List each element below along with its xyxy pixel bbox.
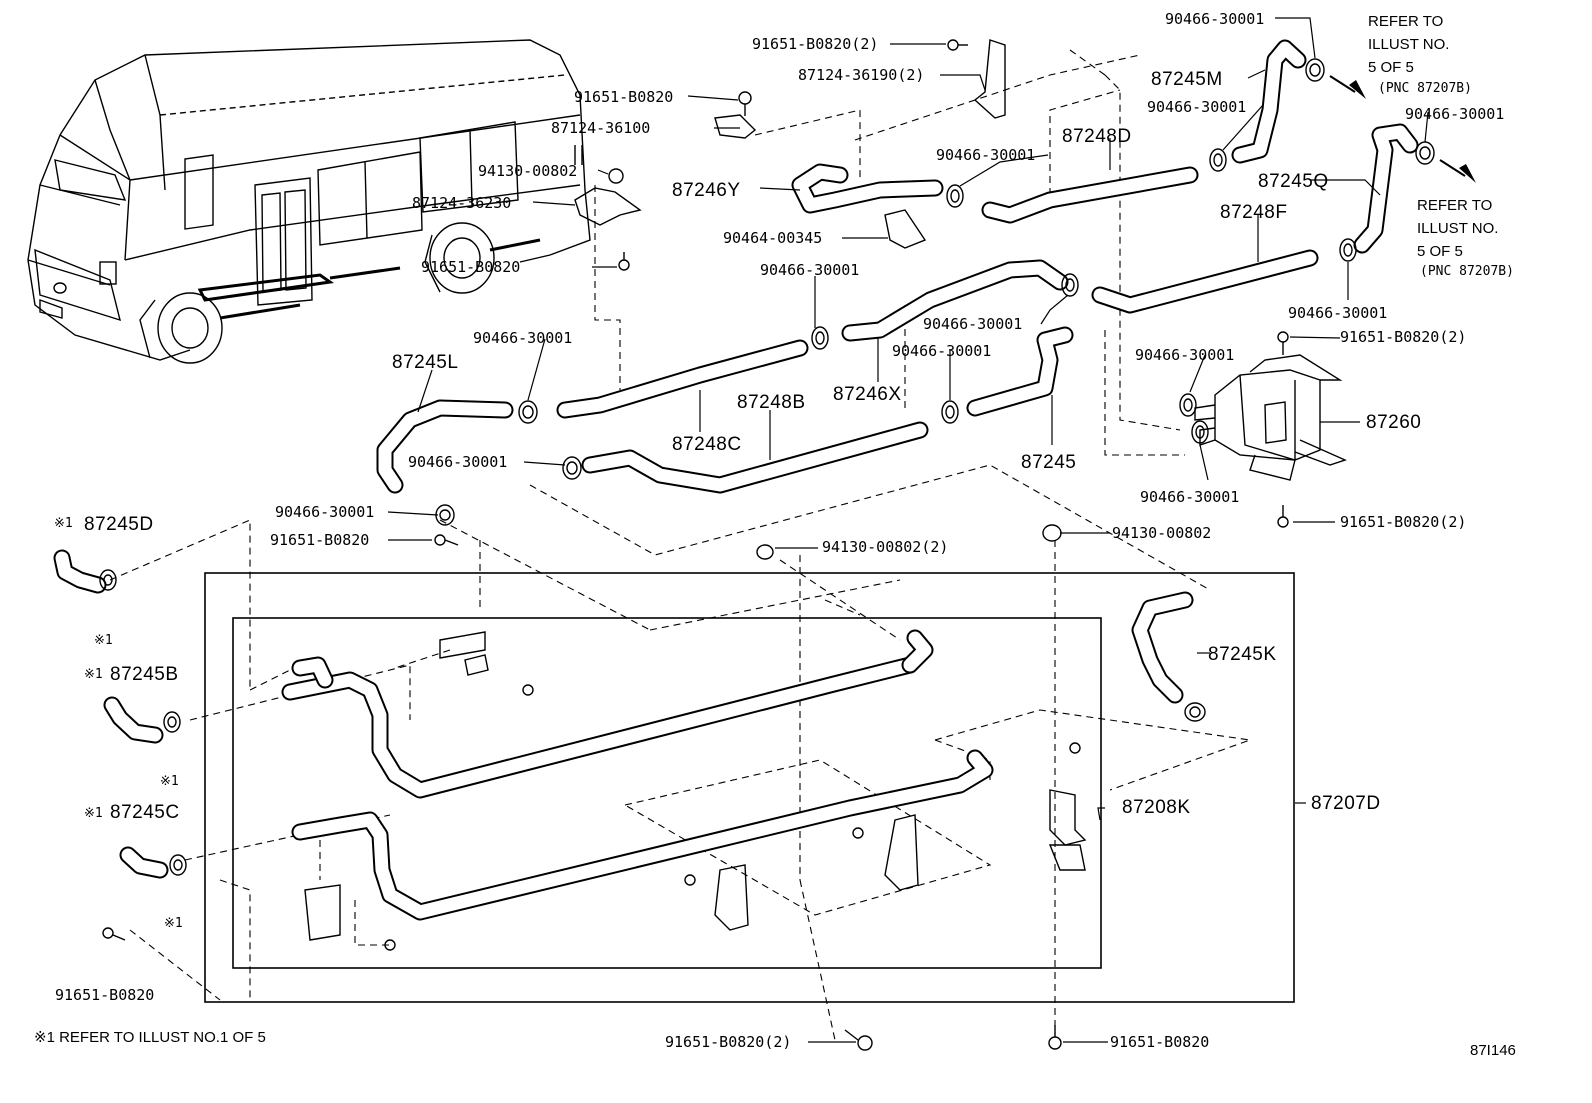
label-87245M: 87245M: [1151, 69, 1223, 90]
label-90466-30001-x: 90466-30001: [760, 261, 859, 279]
label-87207D: 87207D: [1311, 793, 1381, 814]
assembly-box-87207D: [204, 572, 1295, 1003]
illustration-code: 87I146: [1470, 1042, 1516, 1059]
label-90464-00345: 90464-00345: [723, 229, 822, 247]
label-87248F: 87248F: [1220, 202, 1287, 223]
label-90466-30001-f: 90466-30001: [1288, 304, 1387, 322]
leader-lines: [387, 17, 1429, 1043]
label-90466-30001-d: 90466-30001: [936, 146, 1035, 164]
assembly-leaders: [109, 49, 1251, 1041]
clamps: [99, 58, 1435, 876]
label-refer-mid-3: 5 OF 5: [1417, 243, 1463, 260]
arrow-icon: [1329, 75, 1356, 93]
label-94130-00802-a: 94130-00802: [478, 162, 577, 180]
label-91651-B0820-b: 91651-B0820: [421, 258, 520, 276]
label-91651-B0820-d: 91651-B0820: [55, 986, 154, 1004]
label-87245B: 87245B: [110, 664, 179, 685]
label-90466-30001-87245: 90466-30001: [892, 342, 991, 360]
label-91651-B0820-2-lowr: 91651-B0820(2): [1340, 513, 1466, 531]
label-mark-87245D-lower: ※1: [94, 633, 113, 648]
label-refer-mid-1: REFER TO: [1417, 197, 1492, 214]
label-87260: 87260: [1366, 412, 1421, 433]
label-94130-00802-b: 94130-00802: [1112, 524, 1211, 542]
label-87245C: 87245C: [110, 802, 180, 823]
label-91651-B0820-2-r: 91651-B0820(2): [1340, 328, 1466, 346]
label-87245D: 87245D: [84, 514, 154, 535]
label-87248B: 87248B: [737, 392, 806, 413]
label-refer-top-2: ILLUST NO.: [1368, 36, 1449, 53]
label-refer-mid-4: (PNC 87207B): [1420, 264, 1514, 279]
bus-illustration: [27, 39, 591, 364]
label-90466-30001-lower: 90466-30001: [275, 503, 374, 521]
label-90466-30001-m: 90466-30001: [1147, 98, 1246, 116]
label-mark-87245C-lower: ※1: [164, 916, 183, 931]
label-87124-36190: 87124-36190(2): [798, 66, 924, 84]
label-mark-87245D: ※1: [54, 516, 73, 531]
label-87124-36100: 87124-36100: [551, 119, 650, 137]
brackets: [304, 39, 1087, 941]
label-90466-30001-l: 90466-30001: [473, 329, 572, 347]
footnote: ※1 REFER TO ILLUST NO.1 OF 5: [34, 1029, 266, 1046]
refer-arrows: [1329, 75, 1476, 183]
label-refer-top-4: (PNC 87207B): [1378, 81, 1472, 96]
assembly-box-87208K: [232, 617, 1102, 969]
label-91651-B0820-2-bot: 91651-B0820(2): [665, 1033, 791, 1051]
label-mark-87245B: ※1: [84, 667, 103, 682]
part-labels: 90466-30001 REFER TO ILLUST NO. 5 OF 5 (…: [34, 10, 1516, 1059]
label-90466-30001-r2: 90466-30001: [1140, 488, 1239, 506]
label-87208K: 87208K: [1122, 797, 1191, 818]
label-87245: 87245: [1021, 452, 1076, 473]
water-valve-87260: [1194, 354, 1347, 481]
label-87245Q: 87245Q: [1258, 171, 1329, 192]
label-refer-mid-2: ILLUST NO.: [1417, 220, 1498, 237]
label-91651-B0820-e: 91651-B0820: [1110, 1033, 1209, 1051]
label-87246Y: 87246Y: [672, 180, 741, 201]
label-mark-87245B-lower: ※1: [160, 774, 179, 789]
label-90466-30001-q: 90466-30001: [1405, 105, 1504, 123]
label-mark-87245C: ※1: [84, 806, 103, 821]
label-94130-00802-2: 94130-00802(2): [822, 538, 948, 556]
bolts: [102, 39, 1289, 1051]
label-87245L: 87245L: [392, 352, 458, 373]
label-91651-B0820-c: 91651-B0820: [270, 531, 369, 549]
arrow-icon: [1439, 159, 1466, 177]
label-90466-30001-b: 90466-30001: [408, 453, 507, 471]
label-91651-B0820-2-top: 91651-B0820(2): [752, 35, 878, 53]
label-90466-30001-r1: 90466-30001: [1135, 346, 1234, 364]
label-87246X: 87246X: [833, 384, 902, 405]
label-refer-top-1: REFER TO: [1368, 13, 1443, 30]
label-90466-30001-c1: 90466-30001: [923, 315, 1022, 333]
label-90466-30001-top: 90466-30001: [1165, 10, 1264, 28]
label-87248C: 87248C: [672, 434, 742, 455]
hoses: [53, 39, 1419, 921]
label-91651-B0820-a: 91651-B0820: [574, 88, 673, 106]
label-87124-36230: 87124-36230: [412, 194, 511, 212]
label-87248D: 87248D: [1062, 126, 1132, 147]
label-refer-top-3: 5 OF 5: [1368, 59, 1414, 76]
label-87245K: 87245K: [1208, 644, 1277, 665]
